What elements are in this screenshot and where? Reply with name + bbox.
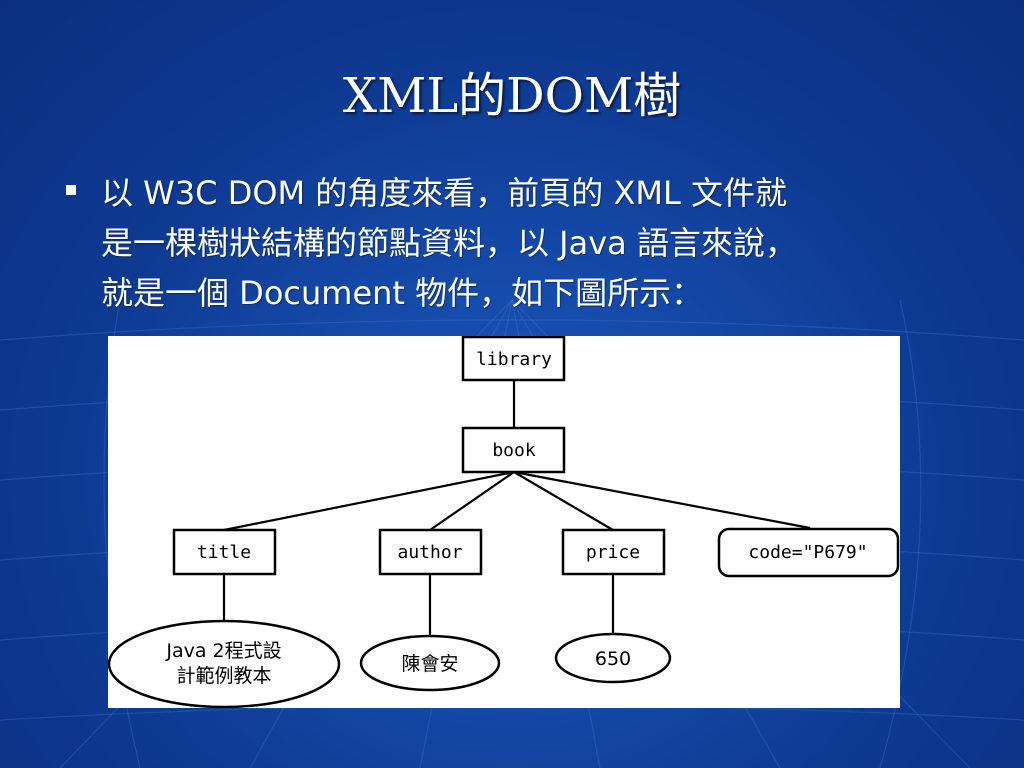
node-book-label: book bbox=[492, 440, 536, 461]
node-library-box bbox=[461, 336, 566, 382]
node-title-value-line1: Java 2程式設 bbox=[165, 640, 281, 662]
node-author-label: author bbox=[397, 542, 462, 563]
node-code-box bbox=[717, 527, 900, 578]
bullet-text-line: 以 W3C DOM 的角度來看，前頁的 XML 文件就 bbox=[101, 174, 788, 212]
node-title-box bbox=[172, 528, 277, 576]
node-author-value-ellipse bbox=[359, 634, 501, 692]
bullet-text-line: 是一棵樹狀結構的節點資料，以 Java 語言來說， bbox=[101, 224, 797, 262]
bullet-text: 以 W3C DOM 的角度來看，前頁的 XML 文件就 是一棵樹狀結構的節點資料… bbox=[101, 168, 971, 318]
node-code-label: code="P679" bbox=[748, 542, 867, 563]
edge-book-code bbox=[513, 470, 811, 530]
bullet-marker bbox=[66, 185, 76, 195]
node-title-value-line2: 計範例教本 bbox=[176, 665, 271, 687]
edge-book-author bbox=[429, 471, 515, 531]
bullet-text-line: 就是一個 Document 物件，如下圖所示： bbox=[101, 274, 704, 312]
node-price-box bbox=[561, 528, 666, 576]
edge-book-title bbox=[223, 470, 515, 532]
slide-title: XML的DOM樹 bbox=[342, 68, 682, 124]
node-author-value-label: 陳會安 bbox=[401, 653, 458, 675]
edge-book-price bbox=[513, 471, 614, 531]
node-title-label: title bbox=[197, 542, 251, 563]
node-book-box bbox=[461, 426, 566, 474]
node-price-value-ellipse bbox=[554, 632, 672, 684]
node-title-value-ellipse bbox=[108, 619, 341, 708]
node-library-label: library bbox=[476, 349, 552, 370]
node-price-value-label: 650 bbox=[595, 648, 631, 670]
node-price-label: price bbox=[586, 542, 640, 563]
node-author-box bbox=[378, 528, 483, 576]
dom-tree-diagram: library book title author price code="P6… bbox=[108, 336, 900, 708]
dom-tree-svg: library book title author price code="P6… bbox=[108, 336, 900, 708]
